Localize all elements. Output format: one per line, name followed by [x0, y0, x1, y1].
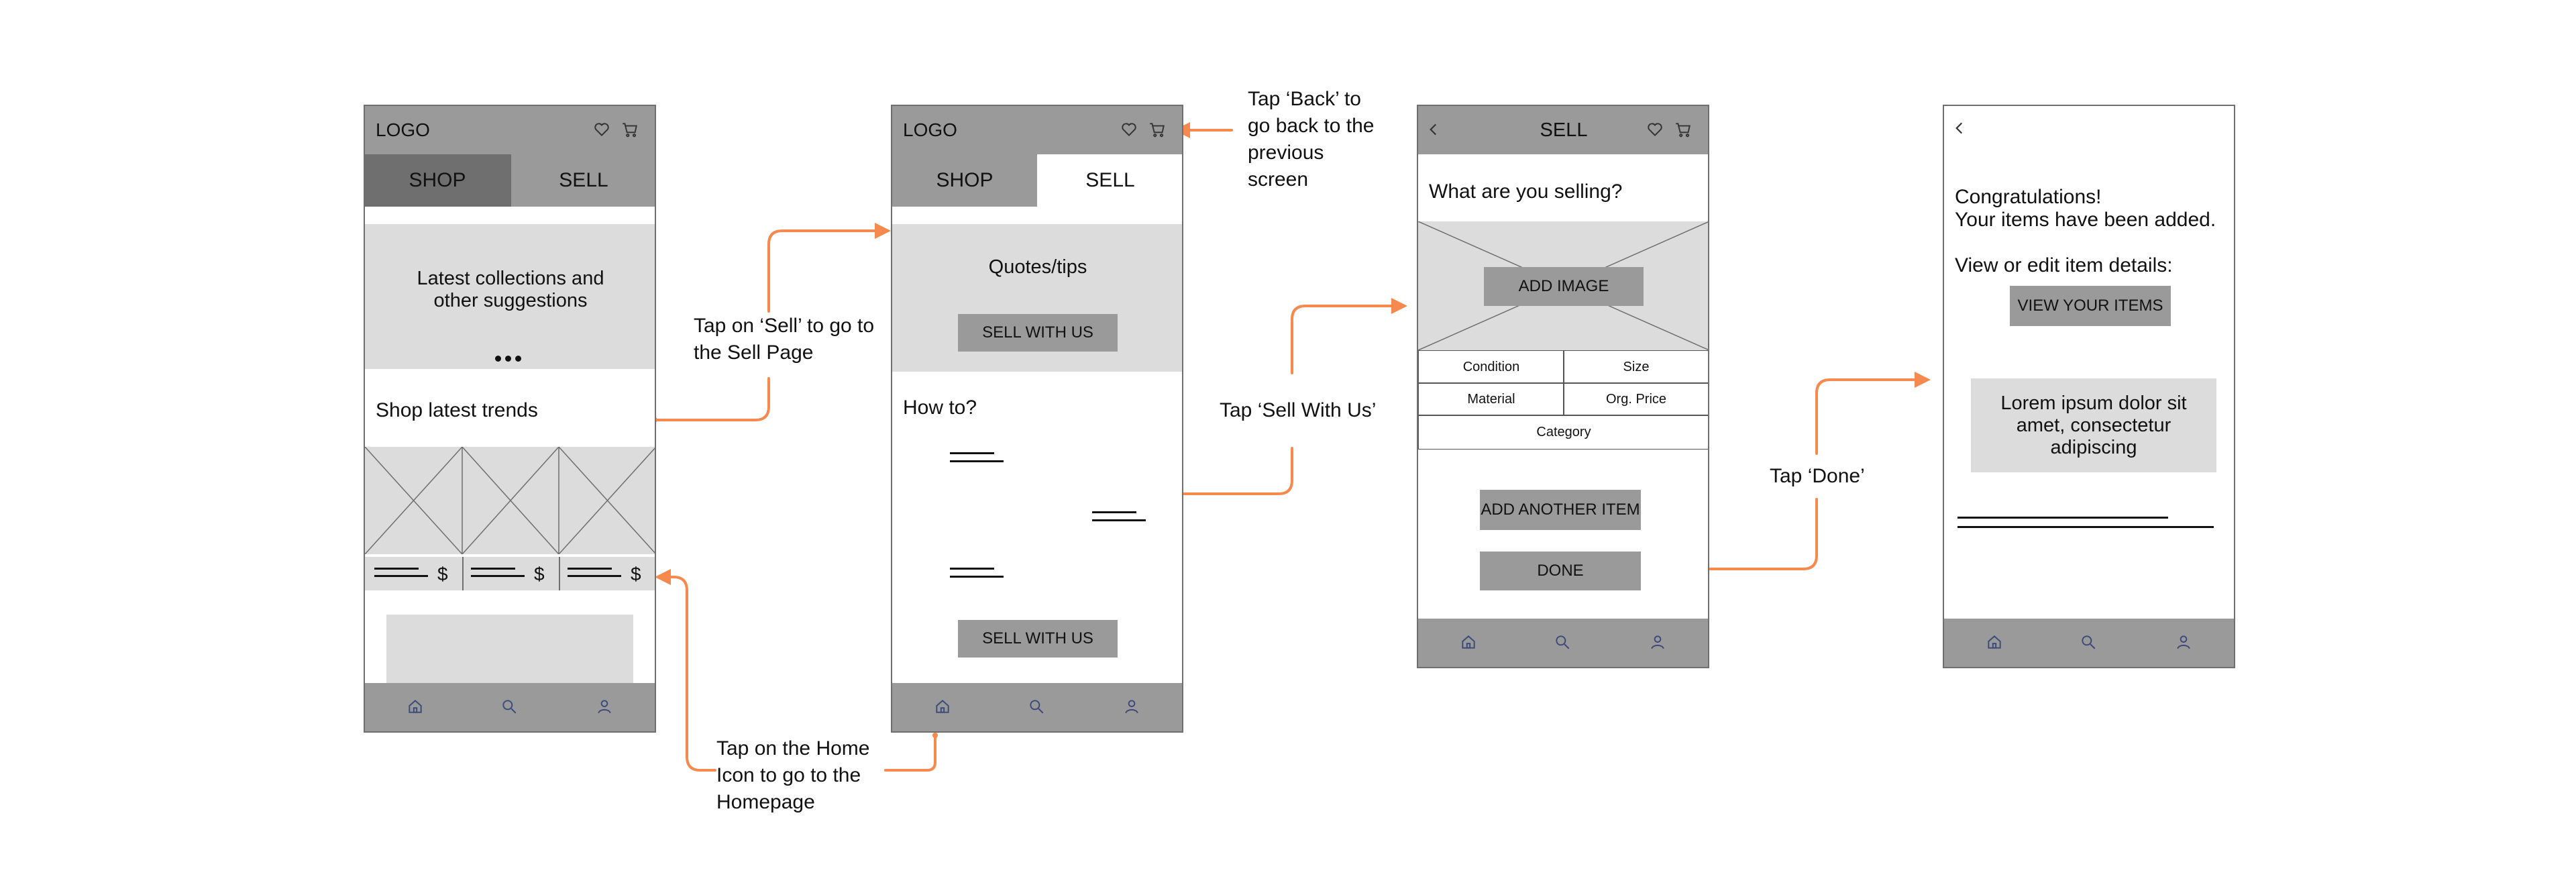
arrow-to-sell-form — [1175, 447, 1293, 495]
home-icon[interactable] — [1986, 633, 2003, 651]
sell-form-screen: SELL What are you selling? ADD IMAGE Con… — [1417, 105, 1709, 668]
bottom-nav — [1418, 619, 1708, 667]
arrow-to-sell-page — [653, 377, 770, 421]
arrow-to-homepage — [884, 735, 936, 772]
cart-icon[interactable] — [1674, 121, 1692, 138]
annotation-tap-home: Tap on the Home Icon to go to the Homepa… — [716, 737, 870, 813]
bottom-nav — [365, 683, 655, 731]
material-field[interactable]: Material — [1418, 382, 1564, 416]
back-icon[interactable] — [1425, 121, 1442, 138]
confirmation-screen: Congratulations! Your items have been ad… — [1943, 105, 2235, 668]
heart-icon[interactable] — [1646, 121, 1664, 138]
bottom-nav — [1944, 619, 2234, 667]
banner: Latest collections and other suggestions — [365, 224, 655, 369]
added-message: Your items have been added. — [1955, 209, 2216, 231]
sell-screen: LOGO SHOP SELL Quotes/tips SELL WITH US … — [891, 105, 1183, 733]
price-row: $ $ $ — [365, 557, 655, 590]
view-edit-label: View or edit item details: — [1955, 254, 2173, 276]
section-title: Shop latest trends — [376, 399, 538, 421]
product-images[interactable] — [365, 447, 656, 554]
howto-title: How to? — [903, 397, 977, 419]
logo: LOGO — [903, 119, 957, 140]
tab-sell[interactable]: SELL — [1037, 154, 1182, 207]
home-icon[interactable] — [934, 698, 951, 715]
size-field[interactable]: Size — [1563, 350, 1708, 384]
annotation-tap-sell: Tap on ‘Sell’ to go to the Sell Page — [694, 315, 875, 364]
logo: LOGO — [376, 119, 430, 140]
search-icon[interactable] — [1028, 698, 1045, 715]
arrow-to-confirmation — [1696, 498, 1818, 570]
sell-with-us-button[interactable]: SELL WITH US — [958, 620, 1118, 658]
heart-icon[interactable] — [1120, 121, 1138, 138]
back-icon[interactable] — [1951, 119, 1968, 137]
bottom-nav — [892, 683, 1182, 731]
search-icon[interactable] — [2080, 633, 2097, 651]
price-field[interactable]: Org. Price — [1563, 382, 1708, 416]
user-icon[interactable] — [1123, 698, 1140, 715]
app-header: LOGO — [892, 106, 1182, 154]
price-symbol: $ — [437, 564, 448, 584]
annotation-tap-sell-with-us: Tap ‘Sell With Us’ — [1220, 399, 1377, 421]
search-icon[interactable] — [1554, 633, 1571, 651]
add-another-item-button[interactable]: ADD ANOTHER ITEM — [1480, 490, 1641, 530]
tips-title: Quotes/tips — [988, 256, 1087, 278]
search-icon[interactable] — [500, 698, 518, 715]
lorem-text: Lorem ipsum dolor sit amet, consectetur … — [2000, 392, 2187, 458]
tab-shop[interactable]: SHOP — [892, 154, 1037, 207]
user-icon[interactable] — [2175, 633, 2192, 651]
tab-sell[interactable]: SELL — [510, 154, 655, 207]
heart-icon[interactable] — [593, 121, 610, 138]
annotation-tap-done: Tap ‘Done’ — [1770, 465, 1865, 487]
price-symbol: $ — [534, 564, 545, 584]
tips-panel: Quotes/tips SELL WITH US — [892, 224, 1182, 372]
app-header: SELL — [1418, 106, 1708, 154]
content-placeholder — [386, 615, 633, 688]
user-icon[interactable] — [1649, 633, 1666, 651]
condition-field[interactable]: Condition — [1418, 350, 1564, 384]
view-your-items-button[interactable]: VIEW YOUR ITEMS — [2010, 286, 2171, 326]
lorem-card: Lorem ipsum dolor sit amet, consectetur … — [1971, 378, 2216, 472]
question-label: What are you selling? — [1429, 180, 1623, 203]
tab-shop[interactable]: SHOP — [365, 154, 510, 207]
banner-text: Latest collections and other suggestions — [417, 268, 604, 311]
congrats-heading: Congratulations! — [1955, 186, 2102, 208]
price-symbol: $ — [631, 564, 641, 584]
sell-with-us-button[interactable]: SELL WITH US — [958, 314, 1118, 352]
category-field[interactable]: Category — [1418, 415, 1708, 450]
cart-icon[interactable] — [1148, 121, 1166, 138]
annotation-tap-back: Tap ‘Back’ to go back to the previous sc… — [1248, 88, 1375, 191]
home-icon[interactable] — [1460, 633, 1477, 651]
done-button[interactable]: DONE — [1480, 552, 1641, 590]
add-image-button[interactable]: ADD IMAGE — [1484, 267, 1644, 306]
home-icon[interactable] — [407, 698, 424, 715]
user-icon[interactable] — [596, 698, 613, 715]
home-screen: LOGO SHOP SELL Latest collections and ot… — [364, 105, 656, 733]
carousel-dots[interactable] — [495, 356, 521, 362]
cart-icon[interactable] — [621, 121, 639, 138]
page-title: SELL — [1540, 119, 1588, 141]
app-header: LOGO — [365, 106, 655, 154]
